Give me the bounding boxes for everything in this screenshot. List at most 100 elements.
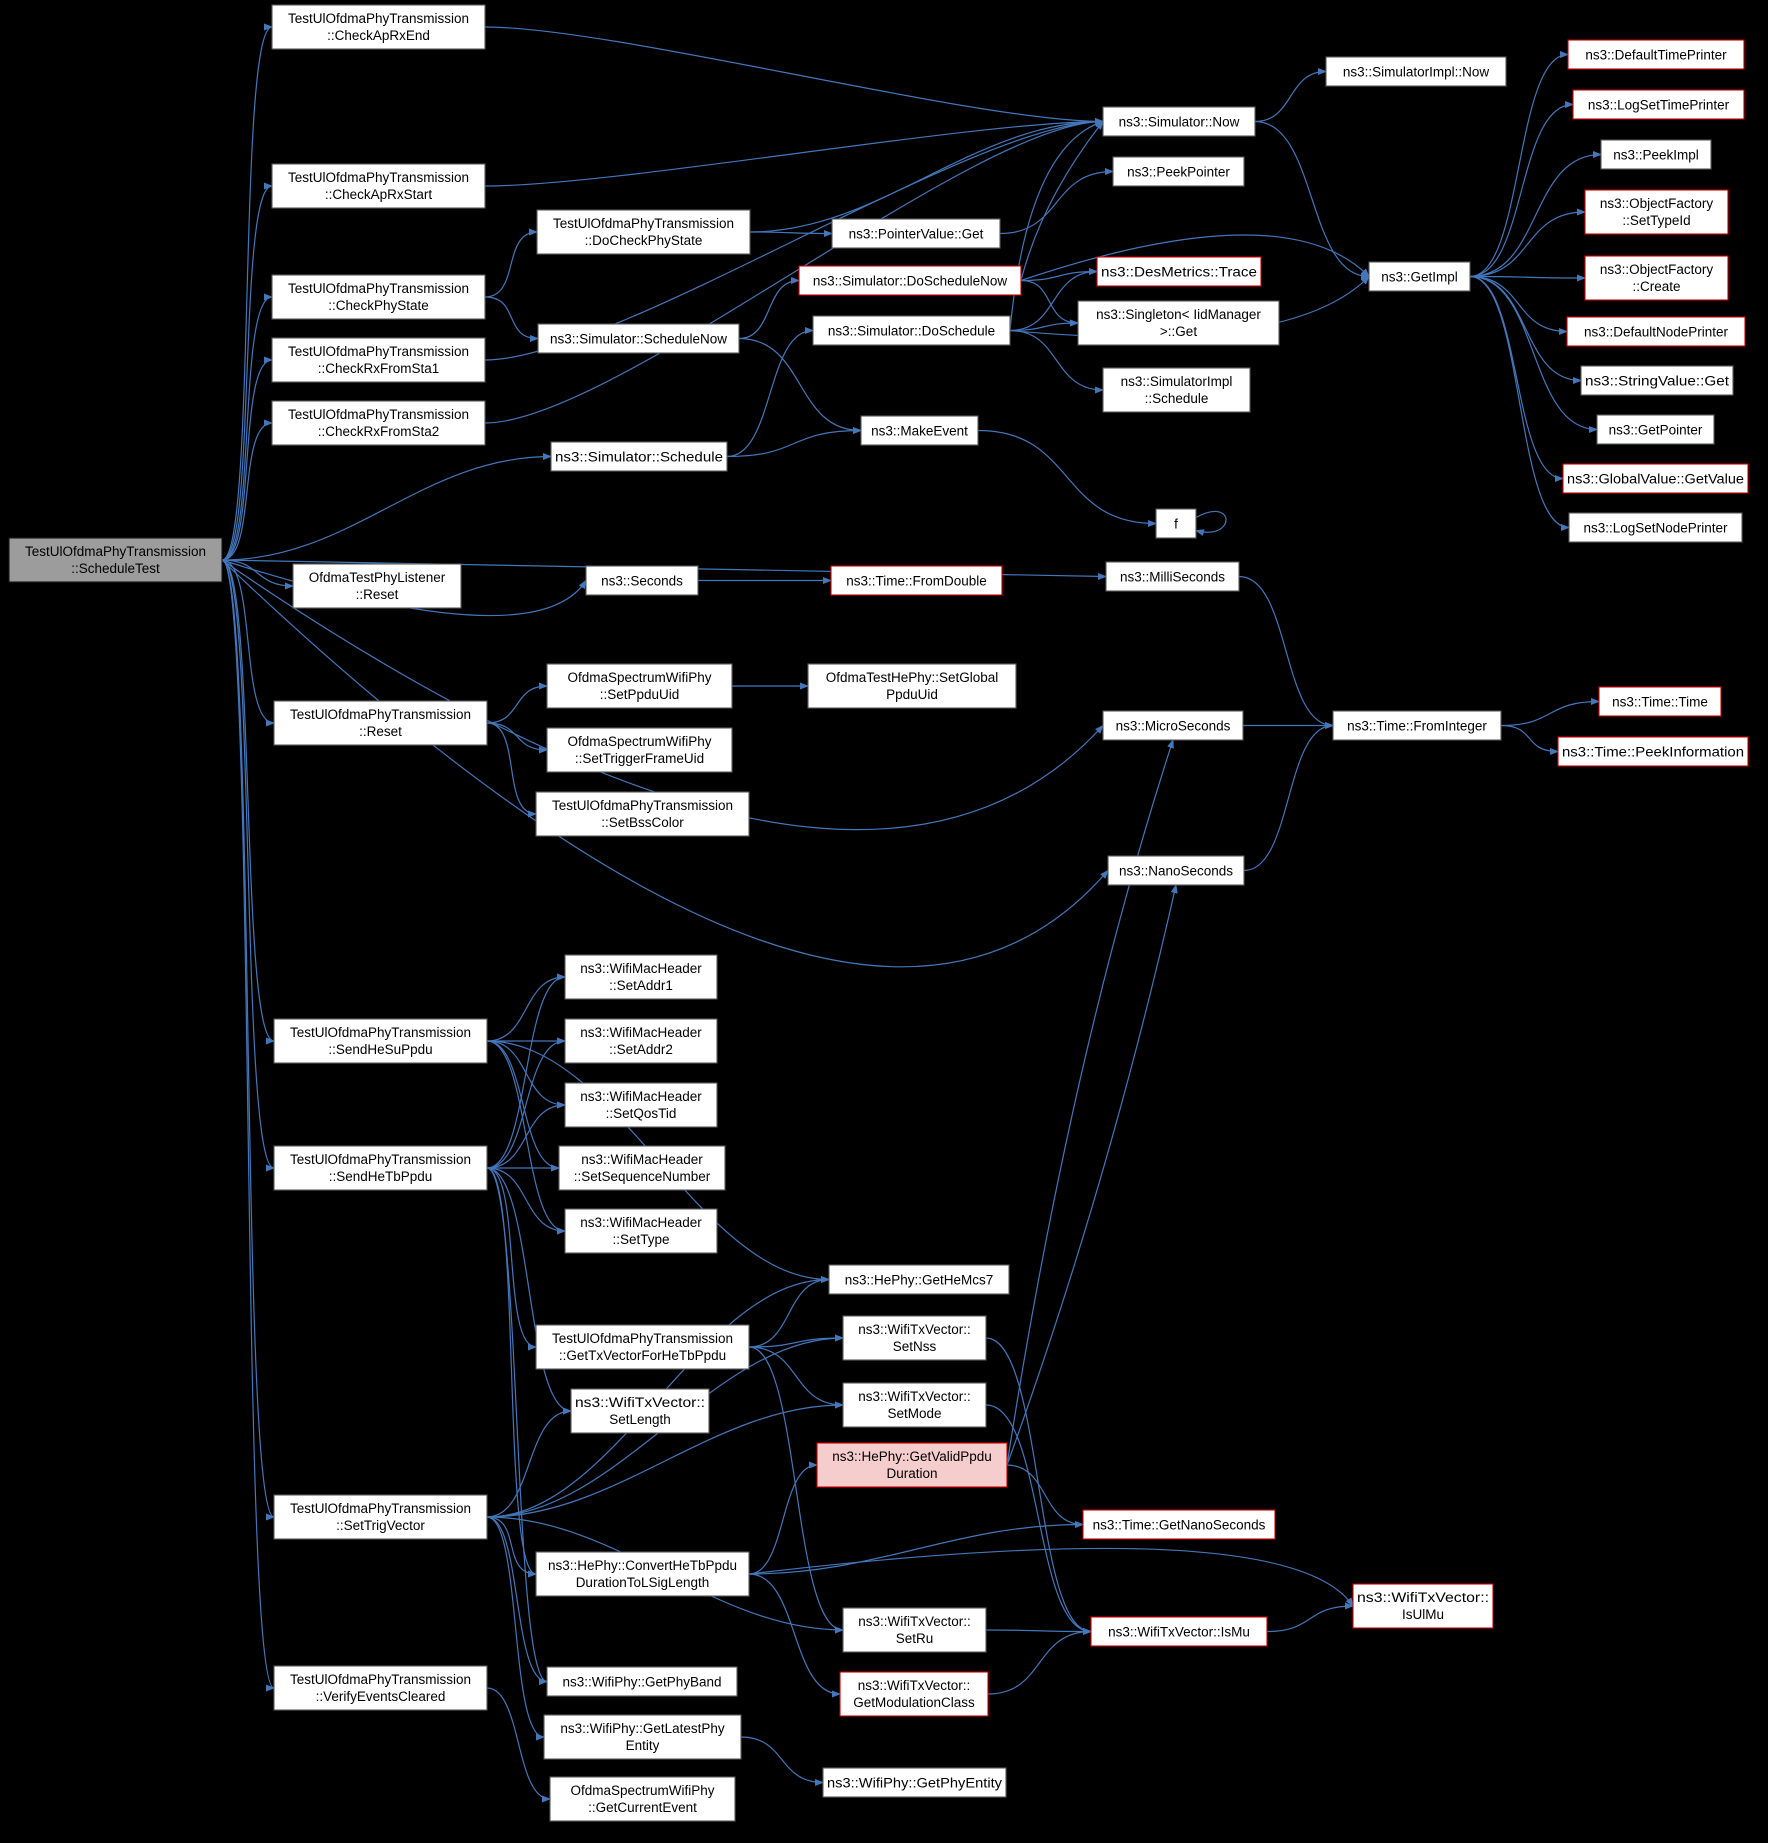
node-box-pointer-value-get[interactable] [831, 218, 1001, 249]
node-des-metrics-trace[interactable]: ns3::DesMetrics::Trace [1096, 256, 1262, 287]
node-set-sequence-number[interactable]: ns3::WifiMacHeader::SetSequenceNumber [558, 1145, 726, 1191]
node-set-length[interactable]: ns3::WifiTxVector::SetLength [570, 1388, 710, 1434]
node-get-pointer[interactable]: ns3::GetPointer [1596, 414, 1715, 445]
node-set-trig-vector[interactable]: TestUlOfdmaPhyTransmission::SetTrigVecto… [273, 1494, 488, 1540]
node-set-mode[interactable]: ns3::WifiTxVector::SetMode [842, 1382, 987, 1428]
node-box-milli-seconds[interactable] [1105, 561, 1240, 592]
node-box-get-current-event[interactable] [549, 1776, 736, 1822]
node-send-he-su-ppdu[interactable]: TestUlOfdmaPhyTransmission::SendHeSuPpdu [273, 1018, 488, 1064]
node-check-ap-rx-end[interactable]: TestUlOfdmaPhyTransmission::CheckApRxEnd [271, 4, 486, 50]
node-box-set-addr2[interactable] [564, 1018, 718, 1064]
node-box-time-time[interactable] [1598, 686, 1722, 717]
node-ofdma-listener-reset[interactable]: OfdmaTestPhyListener::Reset [292, 563, 462, 609]
node-get-nano-seconds[interactable]: ns3::Time::GetNanoSeconds [1082, 1509, 1276, 1540]
node-box-set-addr1[interactable] [564, 954, 718, 1000]
node-box-do-check-phy-state[interactable] [536, 209, 751, 255]
node-box-schedule-test[interactable] [8, 537, 223, 583]
node-box-object-factory-set-type-id[interactable] [1584, 189, 1729, 235]
node-time-from-integer[interactable]: ns3::Time::FromInteger [1332, 710, 1502, 741]
node-do-check-phy-state[interactable]: TestUlOfdmaPhyTransmission::DoCheckPhySt… [536, 209, 751, 255]
node-box-time-from-double[interactable] [830, 565, 1003, 596]
node-log-set-time-printer[interactable]: ns3::LogSetTimePrinter [1572, 89, 1745, 120]
node-box-time-from-integer[interactable] [1332, 710, 1502, 741]
node-milli-seconds[interactable]: ns3::MilliSeconds [1105, 561, 1240, 592]
node-reset[interactable]: TestUlOfdmaPhyTransmission::Reset [273, 700, 488, 746]
node-box-convert-he-tb-ppdu-duration-to-lsig-length[interactable] [535, 1551, 750, 1597]
node-time-from-double[interactable]: ns3::Time::FromDouble [830, 565, 1003, 596]
node-box-set-sequence-number[interactable] [558, 1145, 726, 1191]
node-send-he-tb-ppdu[interactable]: TestUlOfdmaPhyTransmission::SendHeTbPpdu [273, 1145, 488, 1191]
node-box-des-metrics-trace[interactable] [1096, 256, 1262, 287]
node-box-check-rx-from-sta1[interactable] [271, 337, 486, 383]
node-box-f[interactable] [1155, 508, 1197, 539]
node-f[interactable]: f [1155, 508, 1197, 539]
node-set-type[interactable]: ns3::WifiMacHeader::SetType [564, 1208, 718, 1254]
node-micro-seconds[interactable]: ns3::MicroSeconds [1102, 710, 1244, 741]
node-box-check-ap-rx-end[interactable] [271, 4, 486, 50]
node-box-get-pointer[interactable] [1596, 414, 1715, 445]
node-box-set-mode[interactable] [842, 1382, 987, 1428]
node-box-check-phy-state[interactable] [271, 274, 486, 320]
node-box-simulator-schedule[interactable] [550, 441, 728, 472]
node-peek-impl[interactable]: ns3::PeekImpl [1600, 139, 1712, 170]
node-box-make-event[interactable] [860, 415, 979, 446]
node-box-simulator-impl-now[interactable] [1325, 56, 1507, 87]
node-check-phy-state[interactable]: TestUlOfdmaPhyTransmission::CheckPhyStat… [271, 274, 486, 320]
node-set-addr2[interactable]: ns3::WifiMacHeader::SetAddr2 [564, 1018, 718, 1064]
node-box-set-ru[interactable] [842, 1607, 987, 1653]
node-peek-pointer[interactable]: ns3::PeekPointer [1112, 156, 1245, 187]
node-simulator-do-schedule-now[interactable]: ns3::Simulator::DoScheduleNow [798, 265, 1022, 296]
node-object-factory-set-type-id[interactable]: ns3::ObjectFactory::SetTypeId [1584, 189, 1729, 235]
node-box-micro-seconds[interactable] [1102, 710, 1244, 741]
node-box-get-he-mcs7[interactable] [828, 1264, 1010, 1295]
node-box-peek-pointer[interactable] [1112, 156, 1245, 187]
node-get-modulation-class[interactable]: ns3::WifiTxVector::GetModulationClass [839, 1671, 989, 1717]
node-box-time-peek-information[interactable] [1557, 736, 1749, 767]
node-global-value-get-value[interactable]: ns3::GlobalValue::GetValue [1562, 463, 1749, 494]
node-simulator-schedule[interactable]: ns3::Simulator::Schedule [550, 441, 728, 472]
node-box-default-node-printer[interactable] [1566, 316, 1746, 347]
node-set-addr1[interactable]: ns3::WifiMacHeader::SetAddr1 [564, 954, 718, 1000]
node-box-send-he-su-ppdu[interactable] [273, 1018, 488, 1064]
node-box-verify-events-cleared[interactable] [273, 1665, 488, 1711]
node-box-get-valid-ppdu-duration[interactable] [816, 1442, 1008, 1488]
node-get-phy-entity[interactable]: ns3::WifiPhy::GetPhyEntity [822, 1767, 1007, 1798]
node-box-is-mu[interactable] [1090, 1616, 1268, 1647]
node-singleton-get[interactable]: ns3::Singleton< IidManager>::Get [1077, 300, 1280, 346]
node-box-set-length[interactable] [570, 1388, 710, 1434]
node-box-nano-seconds[interactable] [1107, 855, 1245, 886]
node-box-get-phy-band[interactable] [546, 1666, 738, 1697]
node-is-mu[interactable]: ns3::WifiTxVector::IsMu [1090, 1616, 1268, 1647]
node-get-current-event[interactable]: OfdmaSpectrumWifiPhy::GetCurrentEvent [549, 1776, 736, 1822]
node-set-bss-color[interactable]: TestUlOfdmaPhyTransmission::SetBssColor [535, 791, 750, 837]
node-box-ofdma-listener-reset[interactable] [292, 563, 462, 609]
node-make-event[interactable]: ns3::MakeEvent [860, 415, 979, 446]
node-simulator-impl-schedule[interactable]: ns3::SimulatorImpl::Schedule [1102, 367, 1251, 413]
node-box-set-global-ppdu-uid[interactable] [807, 663, 1017, 709]
node-box-simulator-now[interactable] [1102, 106, 1256, 137]
node-check-rx-from-sta1[interactable]: TestUlOfdmaPhyTransmission::CheckRxFromS… [271, 337, 486, 383]
node-set-trigger-frame-uid[interactable]: OfdmaSpectrumWifiPhy::SetTriggerFrameUid [546, 727, 733, 773]
node-get-phy-band[interactable]: ns3::WifiPhy::GetPhyBand [546, 1666, 738, 1697]
node-box-peek-impl[interactable] [1600, 139, 1712, 170]
node-simulator-now[interactable]: ns3::Simulator::Now [1102, 106, 1256, 137]
node-box-set-trig-vector[interactable] [273, 1494, 488, 1540]
node-time-time[interactable]: ns3::Time::Time [1598, 686, 1722, 717]
node-seconds[interactable]: ns3::Seconds [585, 565, 699, 596]
node-nano-seconds[interactable]: ns3::NanoSeconds [1107, 855, 1245, 886]
node-box-string-value-get[interactable] [1580, 365, 1734, 396]
node-box-simulator-schedule-now[interactable] [537, 323, 740, 354]
node-schedule-test[interactable]: TestUlOfdmaPhyTransmission::ScheduleTest [8, 537, 223, 583]
node-set-ru[interactable]: ns3::WifiTxVector::SetRu [842, 1607, 987, 1653]
node-simulator-do-schedule[interactable]: ns3::Simulator::DoSchedule [812, 315, 1011, 346]
node-box-check-ap-rx-start[interactable] [271, 163, 486, 209]
node-default-node-printer[interactable]: ns3::DefaultNodePrinter [1566, 316, 1746, 347]
node-get-he-mcs7[interactable]: ns3::HePhy::GetHeMcs7 [828, 1264, 1010, 1295]
node-box-set-nss[interactable] [842, 1315, 987, 1361]
node-box-set-type[interactable] [564, 1208, 718, 1254]
node-box-simulator-do-schedule[interactable] [812, 315, 1011, 346]
node-set-ppdu-uid[interactable]: OfdmaSpectrumWifiPhy::SetPpduUid [546, 663, 733, 709]
